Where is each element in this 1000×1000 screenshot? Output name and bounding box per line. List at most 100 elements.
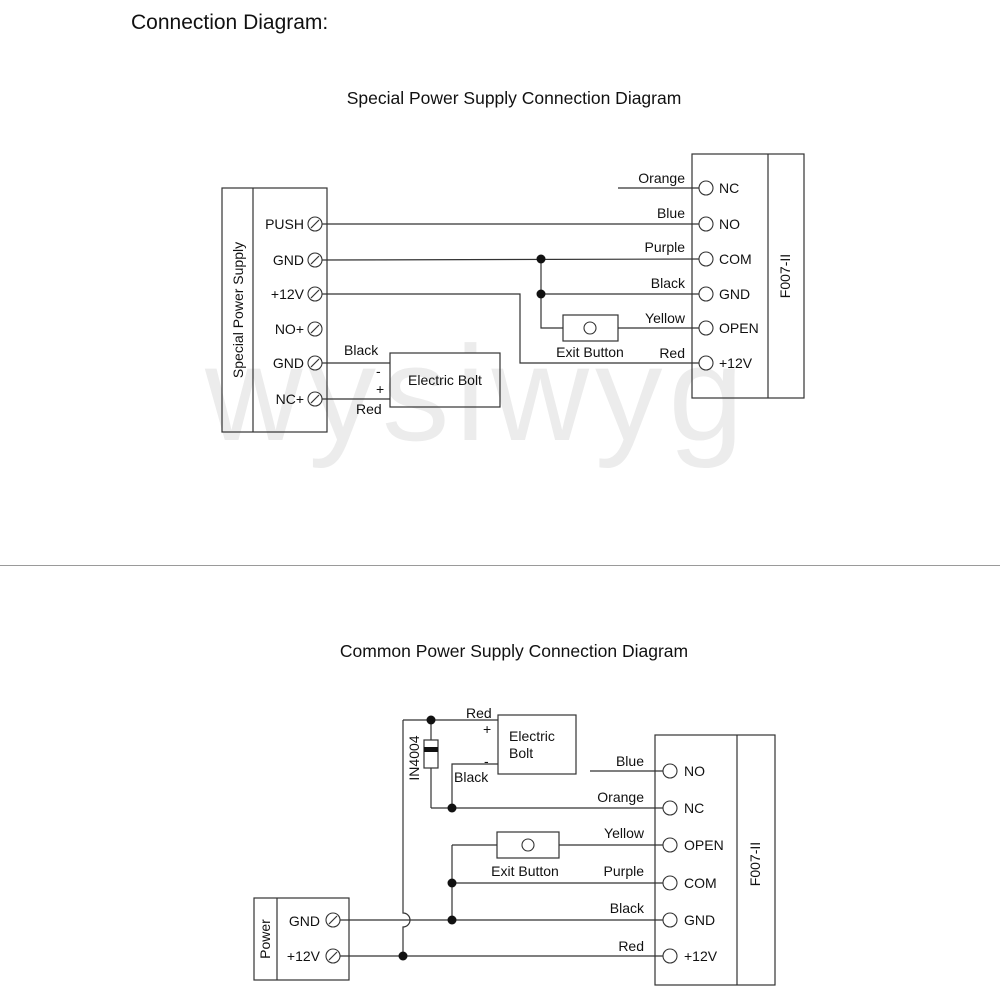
push-button-icon — [521, 838, 535, 852]
junction-dot — [536, 289, 546, 299]
terminal-label-open: OPEN — [719, 320, 759, 336]
wire-purple — [321, 258, 700, 261]
special-controller-label: F007-II — [777, 254, 793, 298]
junction-dot — [398, 951, 408, 961]
junction-dot — [447, 803, 457, 813]
terminal-icon — [698, 251, 714, 267]
screw-terminal-icon — [307, 321, 323, 337]
screw-terminal-icon — [325, 912, 341, 928]
terminal-label-nc: NC — [684, 800, 704, 816]
terminal-label-nc: NC+ — [276, 391, 304, 407]
terminal-label-no: NO — [719, 216, 740, 232]
polarity-plus: + — [483, 721, 491, 737]
terminal-icon — [698, 355, 714, 371]
junction-dot — [447, 878, 457, 888]
terminal-label-com: COM — [684, 875, 717, 891]
wire-label: Blue — [616, 753, 644, 769]
common-wires — [340, 715, 663, 961]
junction-dot — [447, 915, 457, 925]
electric-bolt-label: Electric Bolt — [408, 372, 482, 388]
wire-label: Red — [618, 938, 644, 954]
special-diagram: Special Power Supply PUSH GND +12V NO+ G… — [221, 153, 805, 433]
common-power-box — [253, 897, 350, 981]
terminal-icon — [662, 948, 678, 964]
diode-icon: IN4004 — [406, 735, 439, 781]
electric-bolt-label-line1: Electric — [509, 728, 555, 744]
wire-label: Yellow — [604, 825, 645, 841]
terminal-icon — [662, 763, 678, 779]
common-exit-button: Exit Button — [491, 831, 560, 879]
screw-terminal-icon — [307, 216, 323, 232]
bolt-wire-label: Red — [356, 401, 382, 417]
terminal-label-12v: +12V — [684, 948, 718, 964]
wire-label: Black — [651, 275, 686, 291]
watermark: wysiwyg — [204, 318, 750, 469]
terminal-icon — [698, 216, 714, 232]
terminal-label-gnd: GND — [684, 912, 715, 928]
special-supply-label: Special Power Supply — [230, 242, 246, 378]
wire-label: Red — [659, 345, 685, 361]
common-power-label: Power — [257, 919, 273, 959]
screw-terminal-icon — [307, 252, 323, 268]
terminal-label-gnd: GND — [289, 913, 320, 929]
diode-label: IN4004 — [406, 735, 422, 780]
terminal-label-12v: +12V — [271, 286, 305, 302]
wire-label: Purple — [604, 863, 645, 879]
exit-button-label: Exit Button — [491, 863, 559, 879]
terminal-label-no: NO+ — [275, 321, 304, 337]
special-wire-labels: Orange Blue Purple Black Yellow Red — [638, 170, 686, 361]
junction-dot — [426, 715, 436, 725]
bolt-wire-label: Red — [466, 705, 492, 721]
screw-terminal-icon — [307, 355, 323, 371]
common-diagram: Power GND +12V F007-II NO NC OPEN COM GN… — [253, 705, 776, 986]
wire-label: Blue — [657, 205, 685, 221]
terminal-label-push: PUSH — [265, 216, 304, 232]
bolt-wire-label: Black — [454, 769, 489, 785]
terminal-icon — [662, 912, 678, 928]
wire-exit-left — [540, 294, 563, 329]
terminal-label-gnd2: GND — [273, 355, 304, 371]
section-divider — [0, 565, 1000, 566]
terminal-icon — [662, 837, 678, 853]
wire-label: Orange — [638, 170, 685, 186]
common-electric-bolt: Electric Bolt Red Black + - — [454, 705, 577, 785]
wire-label: Purple — [645, 239, 686, 255]
electric-bolt-label-line2: Bolt — [509, 745, 533, 761]
polarity-plus: + — [376, 381, 384, 397]
screw-terminal-icon — [325, 948, 341, 964]
terminal-label-12v: +12V — [287, 948, 321, 964]
special-wires — [321, 187, 700, 364]
common-wire-labels: Blue Orange Yellow Purple Black Red — [597, 753, 645, 954]
special-exit-button: Exit Button — [556, 314, 624, 360]
special-controller-box — [691, 153, 805, 399]
wire-label: Black — [610, 900, 645, 916]
wire-label: Orange — [597, 789, 644, 805]
special-diagram-title: Special Power Supply Connection Diagram — [346, 88, 682, 108]
junction-dot — [536, 254, 546, 264]
terminal-label-open: OPEN — [684, 837, 724, 853]
common-controller-box — [654, 734, 776, 986]
page-title: Connection Diagram: — [131, 11, 329, 34]
terminal-label-gnd: GND — [273, 252, 304, 268]
polarity-minus: - — [376, 363, 381, 379]
polarity-minus: - — [484, 753, 489, 769]
screw-terminal-icon — [307, 286, 323, 302]
common-diagram-title: Common Power Supply Connection Diagram — [339, 641, 689, 661]
common-controller-terminals: NO NC OPEN COM GND +12V — [662, 763, 724, 964]
terminal-label-no: NO — [684, 763, 705, 779]
special-controller-terminals: NC NO COM GND OPEN +12V — [698, 180, 759, 371]
terminal-icon — [662, 875, 678, 891]
special-supply-box — [221, 187, 328, 433]
terminal-icon — [698, 286, 714, 302]
wire-red — [322, 293, 699, 364]
screw-terminal-icon — [307, 391, 323, 407]
terminal-label-com: COM — [719, 251, 752, 267]
exit-button-label: Exit Button — [556, 344, 624, 360]
bolt-wire-label: Black — [344, 342, 379, 358]
special-supply-terminals: PUSH GND +12V NO+ GND NC+ — [265, 216, 323, 407]
terminal-label-12v: +12V — [719, 355, 753, 371]
terminal-label-nc: NC — [719, 180, 739, 196]
terminal-label-gnd: GND — [719, 286, 750, 302]
terminal-icon — [698, 320, 714, 336]
